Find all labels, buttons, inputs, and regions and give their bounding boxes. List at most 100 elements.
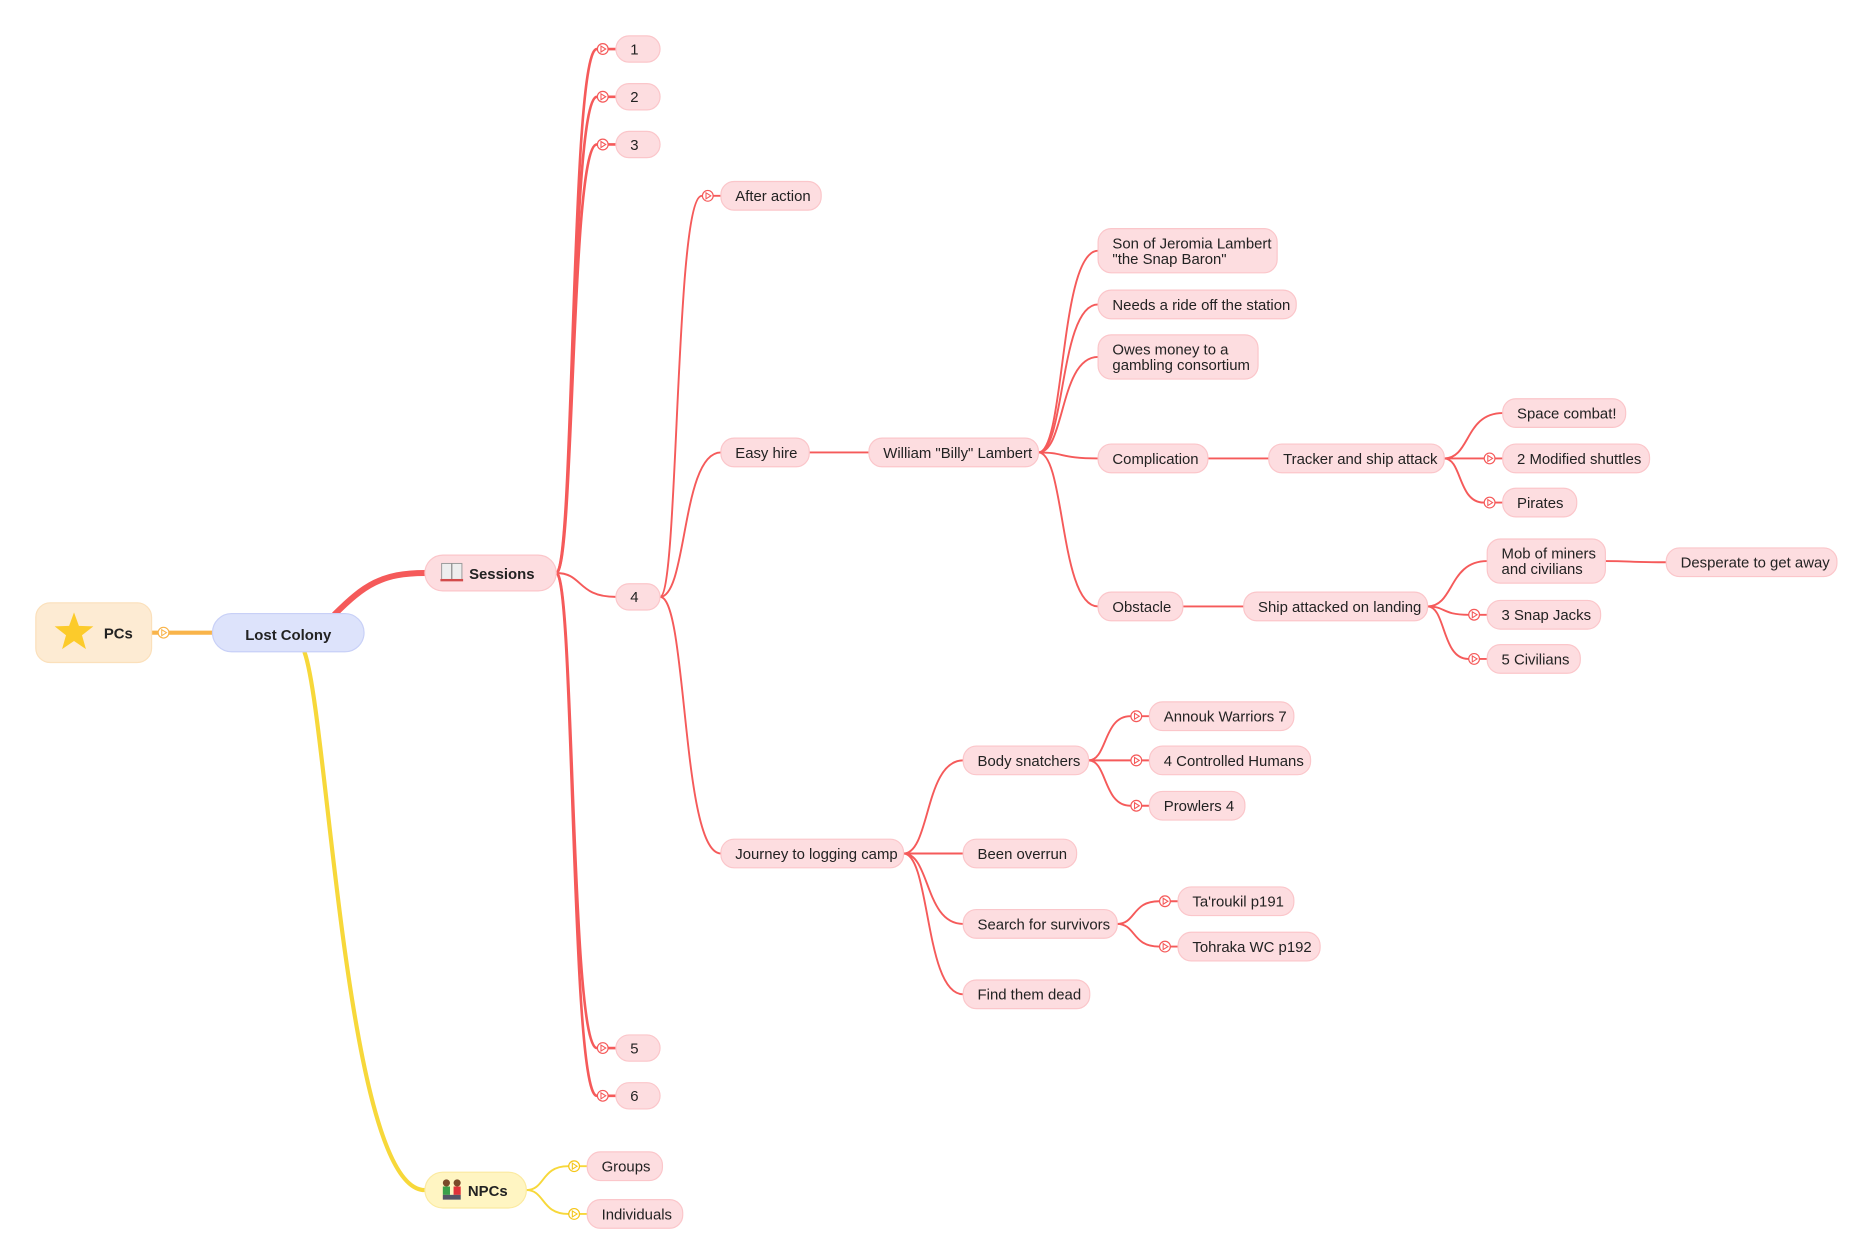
node-shape bbox=[615, 130, 661, 159]
node-s5[interactable]: 5 bbox=[615, 1034, 661, 1062]
node-prowlers[interactable]: Prowlers 4 bbox=[1148, 790, 1246, 821]
node-comp[interactable]: Complication bbox=[1097, 443, 1209, 474]
node-label-line: PCs bbox=[104, 626, 133, 642]
node-dead[interactable]: Find them dead bbox=[962, 979, 1091, 1010]
node-npcs[interactable]: NPCs bbox=[424, 1171, 527, 1209]
node-label: Journey to logging camp bbox=[735, 847, 897, 863]
node-shape bbox=[1502, 398, 1627, 428]
node-journey[interactable]: Journey to logging camp bbox=[720, 838, 905, 869]
node-tohraka[interactable]: Tohraka WC p192 bbox=[1177, 931, 1321, 962]
node-search[interactable]: Search for survivors bbox=[962, 908, 1118, 939]
node-son[interactable]: Son of Jeromia Lambert"the Snap Baron" bbox=[1097, 228, 1278, 274]
collapse-toggle-icon[interactable] bbox=[1130, 799, 1143, 812]
node-label: Space combat! bbox=[1517, 406, 1616, 422]
node-shape bbox=[615, 1034, 661, 1062]
node-label-line: Find them dead bbox=[978, 988, 1082, 1004]
node-civ[interactable]: 5 Civilians bbox=[1486, 644, 1581, 674]
node-root[interactable]: Lost Colony bbox=[211, 612, 365, 653]
node-label-line: Journey to logging camp bbox=[735, 847, 897, 863]
node-label: Body snatchers bbox=[978, 754, 1081, 770]
node-shape bbox=[615, 83, 661, 111]
node-tracker[interactable]: Tracker and ship attack bbox=[1268, 443, 1445, 474]
branch-line bbox=[1427, 605, 1488, 660]
node-label: Complication bbox=[1112, 452, 1198, 468]
node-label-line: 2 bbox=[630, 90, 638, 106]
node-easy[interactable]: Easy hire bbox=[720, 437, 810, 468]
node-label-line: Ship attacked on landing bbox=[1258, 600, 1421, 616]
node-s4[interactable]: 4 bbox=[615, 583, 661, 611]
node-taroukil[interactable]: Ta'roukil p191 bbox=[1177, 886, 1295, 917]
collapse-toggle-icon[interactable] bbox=[568, 1207, 581, 1220]
node-billy[interactable]: William "Billy" Lambert bbox=[868, 437, 1040, 468]
node-label-line: Prowlers 4 bbox=[1164, 799, 1234, 815]
node-ride[interactable]: Needs a ride off the station bbox=[1097, 289, 1297, 320]
node-pirates[interactable]: Pirates bbox=[1502, 487, 1578, 518]
node-label: 4 bbox=[630, 590, 638, 606]
node-controlled[interactable]: 4 Controlled Humans bbox=[1148, 745, 1312, 776]
node-space[interactable]: Space combat! bbox=[1502, 398, 1627, 428]
node-shuttles[interactable]: 2 Modified shuttles bbox=[1502, 443, 1651, 474]
node-shape bbox=[615, 583, 661, 611]
collapse-toggle-icon[interactable] bbox=[1468, 608, 1481, 621]
collapse-toggle-icon[interactable] bbox=[1483, 452, 1496, 465]
node-label-line: NPCs bbox=[468, 1184, 508, 1200]
collapse-toggle-icon[interactable] bbox=[1158, 940, 1171, 953]
collapse-toggle-icon[interactable] bbox=[1130, 710, 1143, 723]
node-individuals[interactable]: Individuals bbox=[586, 1199, 684, 1229]
node-s3[interactable]: 3 bbox=[615, 130, 661, 159]
node-after[interactable]: After action bbox=[720, 180, 822, 211]
branch-line bbox=[1038, 356, 1099, 454]
collapse-toggle-icon[interactable] bbox=[596, 43, 609, 55]
collapse-toggle-icon[interactable] bbox=[701, 189, 714, 202]
node-s1[interactable]: 1 bbox=[615, 35, 661, 63]
book-icon bbox=[440, 562, 464, 582]
node-label: William "Billy" Lambert bbox=[883, 446, 1033, 462]
node-label: Ship attacked on landing bbox=[1258, 600, 1421, 616]
node-obst[interactable]: Obstacle bbox=[1097, 591, 1184, 622]
node-desperate[interactable]: Desperate to get away bbox=[1665, 547, 1838, 578]
node-label: Tohraka WC p192 bbox=[1192, 940, 1311, 956]
collapse-toggle-icon[interactable] bbox=[157, 626, 170, 639]
node-pcs[interactable]: PCs bbox=[35, 602, 153, 664]
node-shape bbox=[1097, 334, 1259, 380]
collapse-toggle-icon[interactable] bbox=[1158, 895, 1171, 908]
node-shape bbox=[1097, 591, 1184, 622]
node-s2[interactable]: 2 bbox=[615, 83, 661, 111]
node-landing[interactable]: Ship attacked on landing bbox=[1243, 591, 1429, 622]
node-shape bbox=[1243, 591, 1429, 622]
node-shape bbox=[1665, 547, 1838, 578]
node-snap[interactable]: 3 Snap Jacks bbox=[1486, 599, 1602, 630]
node-body[interactable]: Body snatchers bbox=[962, 745, 1090, 776]
node-label-line: 2 Modified shuttles bbox=[1517, 452, 1641, 468]
node-annouk[interactable]: Annouk Warriors 7 bbox=[1148, 701, 1295, 732]
collapse-toggle-icon[interactable] bbox=[596, 1089, 609, 1102]
node-groups[interactable]: Groups bbox=[586, 1151, 664, 1182]
node-shape bbox=[962, 745, 1090, 776]
node-label: Prowlers 4 bbox=[1164, 799, 1234, 815]
node-sessions[interactable]: Sessions bbox=[424, 554, 557, 592]
collapse-toggle-icon[interactable] bbox=[596, 1042, 609, 1055]
branch-line bbox=[554, 95, 616, 575]
node-shape bbox=[962, 979, 1091, 1010]
branch-line bbox=[556, 572, 616, 598]
node-shape bbox=[1486, 599, 1602, 630]
collapse-toggle-icon[interactable] bbox=[1483, 496, 1496, 509]
node-s6[interactable]: 6 bbox=[615, 1082, 661, 1110]
branch-line bbox=[1117, 900, 1179, 925]
branch-line bbox=[1088, 759, 1150, 807]
node-label-line: Pirates bbox=[1517, 496, 1563, 512]
branch-line bbox=[1444, 412, 1503, 460]
branch-line bbox=[554, 143, 616, 575]
collapse-toggle-icon[interactable] bbox=[1130, 754, 1143, 767]
node-shape bbox=[1502, 443, 1651, 474]
collapse-toggle-icon[interactable] bbox=[596, 90, 609, 103]
node-overrun[interactable]: Been overrun bbox=[962, 838, 1078, 869]
collapse-toggle-icon[interactable] bbox=[568, 1160, 581, 1173]
mind-map-edges bbox=[151, 47, 1667, 1215]
collapse-toggle-icon[interactable] bbox=[596, 138, 609, 151]
collapse-toggle-icon[interactable] bbox=[1468, 652, 1481, 665]
